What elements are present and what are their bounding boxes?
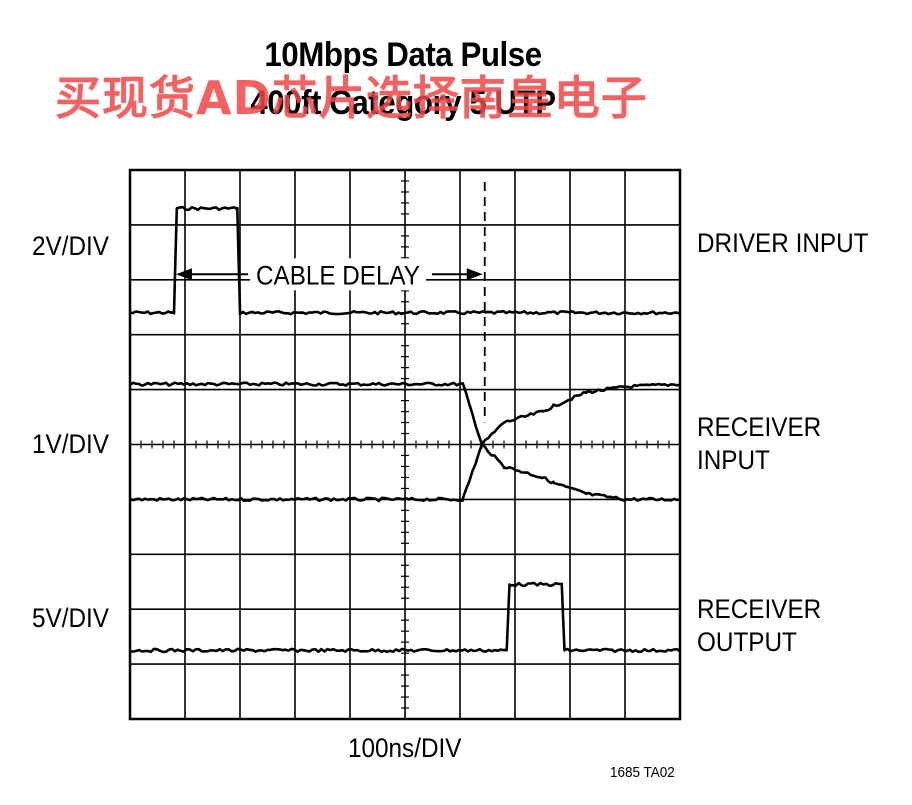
time-scale-label: 100ns/DIV bbox=[348, 733, 462, 763]
receiver-input-label-line2: INPUT bbox=[697, 445, 770, 475]
trace-3 bbox=[129, 581, 681, 654]
figure-id: 1685 TA02 bbox=[610, 764, 675, 781]
plot-frame bbox=[128, 168, 682, 721]
grid bbox=[129, 169, 681, 720]
trace-2 bbox=[129, 442, 681, 503]
receiver-input-label: RECEIVER INPUT bbox=[697, 411, 821, 477]
cable-delay-label-bg bbox=[250, 258, 426, 291]
chart-subtitle: 400ft Category 5 UTP bbox=[250, 84, 556, 122]
driver-scale-label: 2V/DIV bbox=[32, 231, 109, 261]
cable-delay-arrowhead-right bbox=[466, 268, 483, 281]
cable-delay-label: CABLE DELAY bbox=[256, 260, 420, 290]
receiver-output-label: RECEIVER OUTPUT bbox=[697, 593, 821, 659]
trace-0 bbox=[129, 205, 681, 316]
trace-1 bbox=[129, 381, 681, 447]
receiver-input-label-line1: RECEIVER bbox=[697, 412, 822, 442]
receiver-output-label-line1: RECEIVER bbox=[697, 594, 822, 624]
watermark-text: 买现货AD芯片选择南皇电子 bbox=[55, 71, 648, 125]
cable-delay-arrowhead-left bbox=[176, 268, 192, 281]
traces bbox=[129, 205, 681, 654]
receiver-output-label-line2: OUTPUT bbox=[697, 627, 797, 657]
receiver-input-scale-label: 1V/DIV bbox=[32, 429, 109, 459]
chart-title: 10Mbps Data Pulse bbox=[264, 36, 542, 74]
driver-input-label: DRIVER INPUT bbox=[697, 228, 869, 258]
receiver-output-scale-label: 5V/DIV bbox=[32, 603, 109, 633]
annotations: CABLE DELAY bbox=[176, 182, 486, 423]
